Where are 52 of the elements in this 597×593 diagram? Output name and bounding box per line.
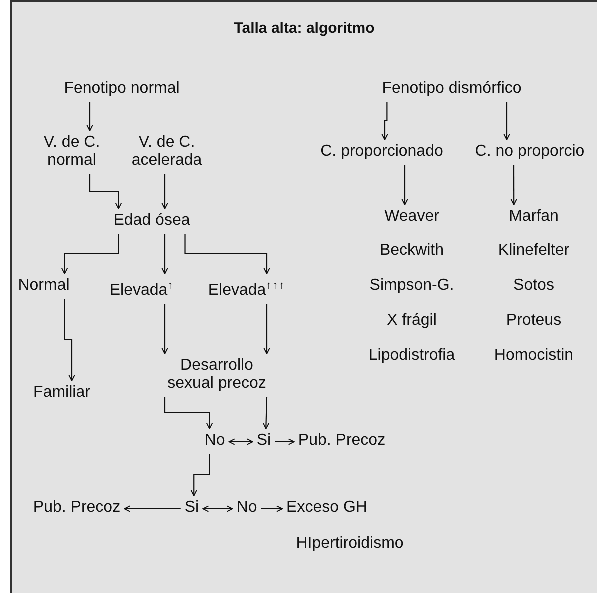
arrow [228,438,254,446]
node-label: Marfan [509,208,559,226]
node-label: No [236,499,258,517]
arrow [275,438,295,446]
node-label: Klinefelter [498,242,570,260]
arrow [62,234,120,274]
node-label: Familiar [34,384,90,402]
arrow [184,234,270,274]
node-label: Weaver [384,208,440,226]
node-label: Beckwith [380,242,444,260]
node-label: Exceso GH [286,499,368,517]
node-label: C. proporcionado [320,143,444,161]
node-label: No [204,432,226,450]
node-label: Normal [18,277,70,295]
node-label: C. no proporcio [475,143,585,161]
node-label: Elevada$^{↑}$ [110,277,174,300]
node-label: X frágil [387,312,437,330]
arrow [382,102,388,140]
node-label: Proteus [506,312,562,330]
arrow [86,102,94,132]
arrow [124,506,181,512]
node-label: HIpertiroidismo [296,535,404,553]
node-label: Pub. Precoz [33,499,121,517]
diagram-title: Talla alta: algoritmo [233,20,376,37]
node-label: Si [256,432,272,450]
node-label: Edad ósea [114,212,190,230]
arrow [202,506,234,512]
arrow [262,396,270,430]
arrow [504,102,510,140]
arrow [162,304,168,354]
arrow [64,299,76,382]
arrow [162,174,168,210]
node-label: Pub. Precoz [298,432,386,450]
node-label: Fenotipo dismórfico [382,80,522,98]
node-label: Lipodistrofia [368,347,456,365]
node-label: V. de C. normal [36,134,108,170]
node-label: Simpson-G. [370,277,454,295]
node-label: Si [184,499,200,517]
arrow [89,174,122,210]
node-label: Homocistin [494,347,574,365]
node-label: Desarrollo sexual precoz [157,357,277,393]
arrow [190,454,210,496]
node-label: Elevada$^{↑↑↑}$ [208,277,286,300]
arrow [164,397,214,430]
node-label: V. de C. acelerada [124,134,210,170]
node-label: Sotos [514,277,554,295]
node-label: Fenotipo normal [64,80,180,98]
arrow [261,506,284,512]
arrow [510,165,518,206]
arrow [402,165,408,206]
arrow [264,304,270,354]
arrow [162,234,168,274]
